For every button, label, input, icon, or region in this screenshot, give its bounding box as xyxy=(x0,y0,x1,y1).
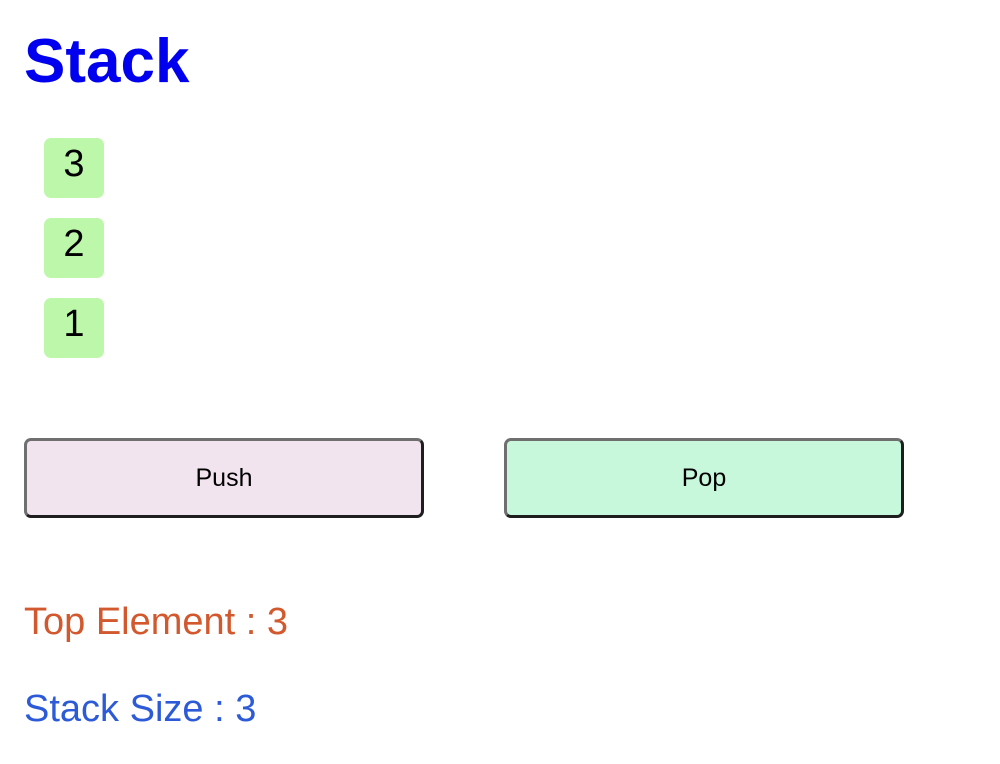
stack-item: 3 xyxy=(44,138,104,198)
stack-list: 3 2 1 xyxy=(44,138,104,378)
stack-item: 1 xyxy=(44,298,104,358)
stack-size-label: Stack Size : 3 xyxy=(24,688,257,730)
stack-item: 2 xyxy=(44,218,104,278)
top-element-label: Top Element : 3 xyxy=(24,601,289,643)
pop-button[interactable]: Pop xyxy=(504,438,904,518)
push-button[interactable]: Push xyxy=(24,438,424,518)
page-title: Stack xyxy=(24,27,190,96)
